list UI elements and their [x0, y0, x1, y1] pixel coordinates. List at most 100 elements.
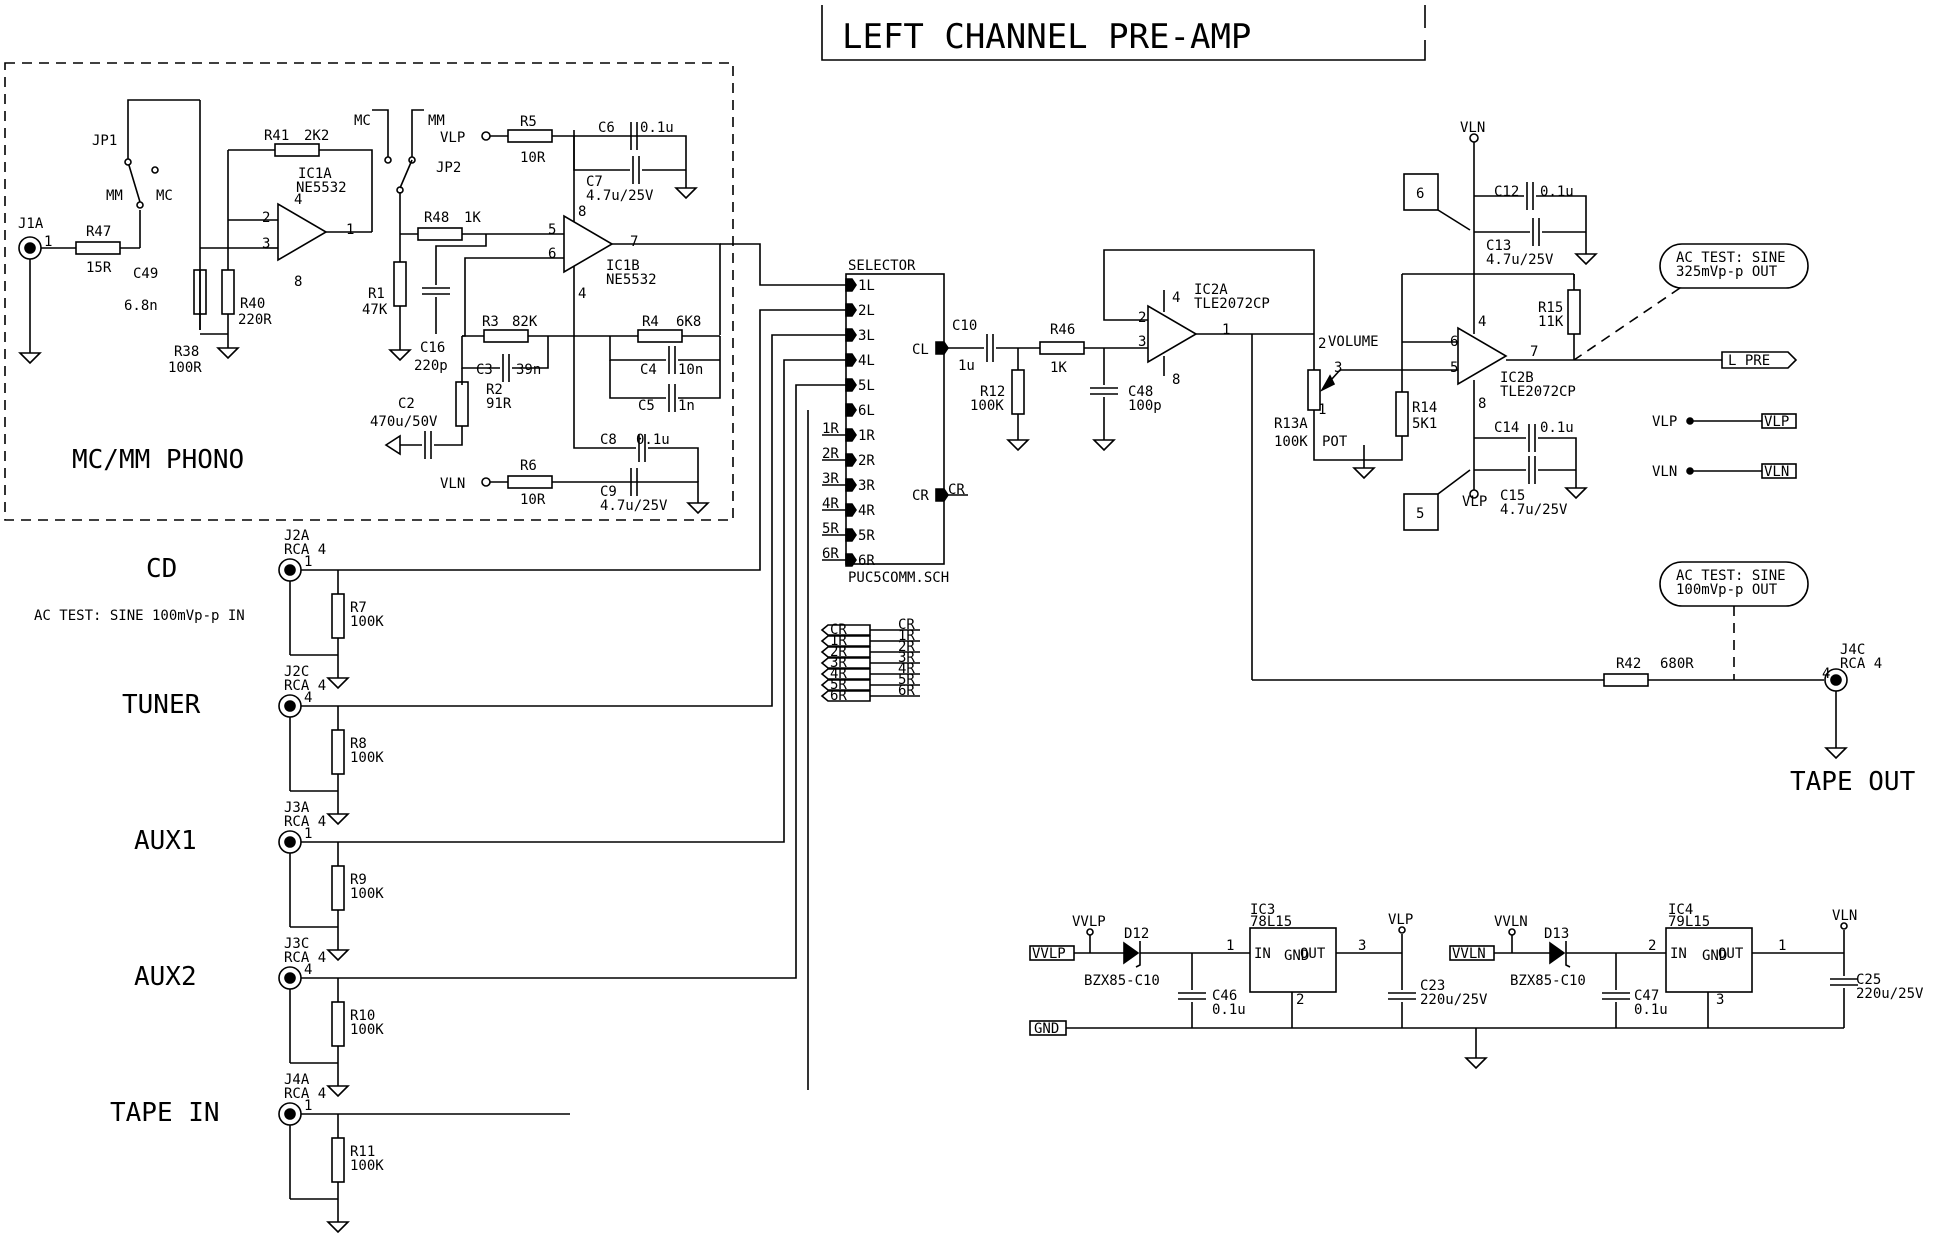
- r14-resistor: [1395, 391, 1409, 437]
- vvln-net-label: VVLN: [1494, 914, 1528, 930]
- ic4-gnd: GND: [1702, 948, 1727, 964]
- r14-label: R14: [1412, 400, 1437, 416]
- selector-pin-label: 3R: [858, 478, 875, 494]
- c3-label: C3: [476, 362, 493, 378]
- selector-pin-label: 2R: [858, 453, 875, 469]
- c9-label: C9: [600, 484, 617, 500]
- ic4-out: OUT: [1718, 946, 1744, 962]
- ic4-label: IC4: [1668, 902, 1693, 918]
- selector-pin-label: 3L: [858, 328, 875, 344]
- c23-value: 220u/25V: [1420, 992, 1488, 1008]
- input-termination-resistor: [331, 1137, 345, 1183]
- resistor-label: R11: [350, 1144, 375, 1160]
- ac-test-out-line1: AC TEST: SINE: [1676, 250, 1786, 266]
- j1a-label: J1A: [18, 216, 44, 232]
- c10-value: 1u: [958, 358, 975, 374]
- c7-value: 4.7u/25V: [586, 188, 654, 204]
- ic2a-pin4: 4: [1172, 290, 1180, 306]
- vvlp-port-label: VVLP: [1032, 946, 1066, 962]
- selector-block: SELECTOR PUC5COMM.SCH CL CR CR: [845, 258, 968, 586]
- r1-label: R1: [368, 286, 385, 302]
- ic1b-pin4: 4: [578, 286, 586, 302]
- jack-conn: RCA 4: [284, 814, 326, 830]
- power-supply: VVLP VVLP D12 BZX85-C10 C46 0.1u IC3 78L…: [1029, 902, 1924, 1069]
- c10-capacitor: [986, 333, 994, 363]
- ic1a-pin8: 8: [294, 274, 302, 290]
- c13-label: C13: [1486, 238, 1511, 254]
- input-wire: [301, 359, 850, 843]
- ic1a-label: IC1A: [298, 166, 332, 182]
- c48-label: C48: [1128, 384, 1153, 400]
- ic1a-part: NE5532: [296, 180, 347, 196]
- r13a-value: 100K: [1274, 434, 1308, 450]
- selector-title: SELECTOR: [848, 258, 916, 274]
- r15-label: R15: [1538, 300, 1563, 316]
- c9-value: 4.7u/25V: [600, 498, 668, 514]
- r3-label: R3: [482, 314, 499, 330]
- bus-out-label: 4R: [898, 661, 915, 677]
- selector-pin: 5L: [845, 378, 875, 394]
- ac-test-tape-line2: 100mVp-p OUT: [1676, 582, 1778, 598]
- ic1a-opamp: [277, 203, 327, 261]
- vlp-port: [1761, 413, 1797, 429]
- d13-part: BZX85-C10: [1510, 973, 1586, 989]
- c48-capacitor: [1089, 387, 1119, 395]
- c2-label: C2: [398, 396, 415, 412]
- ic1a-pin3: 3: [262, 236, 270, 252]
- resistor-value: 100K: [350, 750, 384, 766]
- ic3-pin2: 2: [1296, 992, 1304, 1008]
- selector-box: [845, 273, 945, 565]
- ac-test-tape-line1: AC TEST: SINE: [1676, 568, 1786, 584]
- ic4-pin3: 3: [1716, 992, 1724, 1008]
- ic3-part: 78L15: [1250, 914, 1292, 930]
- vvln-port-label: VVLN: [1452, 946, 1486, 962]
- jack-ref: J2A: [284, 528, 310, 544]
- input-termination-resistor: [331, 729, 345, 775]
- selector-cl: CL: [912, 342, 929, 358]
- ic1a-pin2: 2: [262, 210, 270, 226]
- ic2b-pin5: 5: [1450, 360, 1458, 376]
- c7-capacitor: [632, 155, 640, 185]
- r46-resistor: [1039, 341, 1085, 355]
- c7-label: C7: [586, 174, 603, 190]
- ic3-gnd: GND: [1284, 948, 1309, 964]
- r40-label: R40: [240, 296, 265, 312]
- ic4-vln-label: VLN: [1832, 908, 1857, 924]
- r38-value: 100R: [168, 360, 202, 376]
- r41-label: R41: [264, 128, 289, 144]
- vlp-port-label: VLP: [1764, 414, 1789, 430]
- pot-pin1: 1: [1318, 402, 1326, 418]
- c10-label: C10: [952, 318, 977, 334]
- ic2a-label: IC2A: [1194, 282, 1228, 298]
- r2-value: 91R: [486, 396, 512, 412]
- c47-label: C47: [1634, 988, 1659, 1004]
- ic2b-opamp: [1457, 327, 1507, 385]
- r6-resistor: [507, 475, 553, 489]
- r46-label: R46: [1050, 322, 1075, 338]
- vln-label-ic2: VLN: [1460, 120, 1485, 136]
- selector-pin: 6L: [845, 403, 875, 419]
- r4-label: R4: [642, 314, 659, 330]
- input-termination-resistor: [331, 593, 345, 639]
- selector-stub-label: 1R: [822, 421, 839, 437]
- c16-label: C16: [420, 340, 445, 356]
- jack-pin: 1: [304, 826, 312, 842]
- r46-value: 1K: [1050, 360, 1067, 376]
- d12-label: D12: [1124, 926, 1149, 942]
- ic1a-pin1: 1: [346, 222, 354, 238]
- resistor-label: R9: [350, 872, 367, 888]
- r15-value: 11K: [1538, 314, 1564, 330]
- selector-pin-label: 5R: [858, 528, 875, 544]
- c4-label: C4: [640, 362, 657, 378]
- jp1-mm: MM: [106, 188, 123, 204]
- testpoint-6-label: 6: [1416, 186, 1424, 202]
- c8-label: C8: [600, 432, 617, 448]
